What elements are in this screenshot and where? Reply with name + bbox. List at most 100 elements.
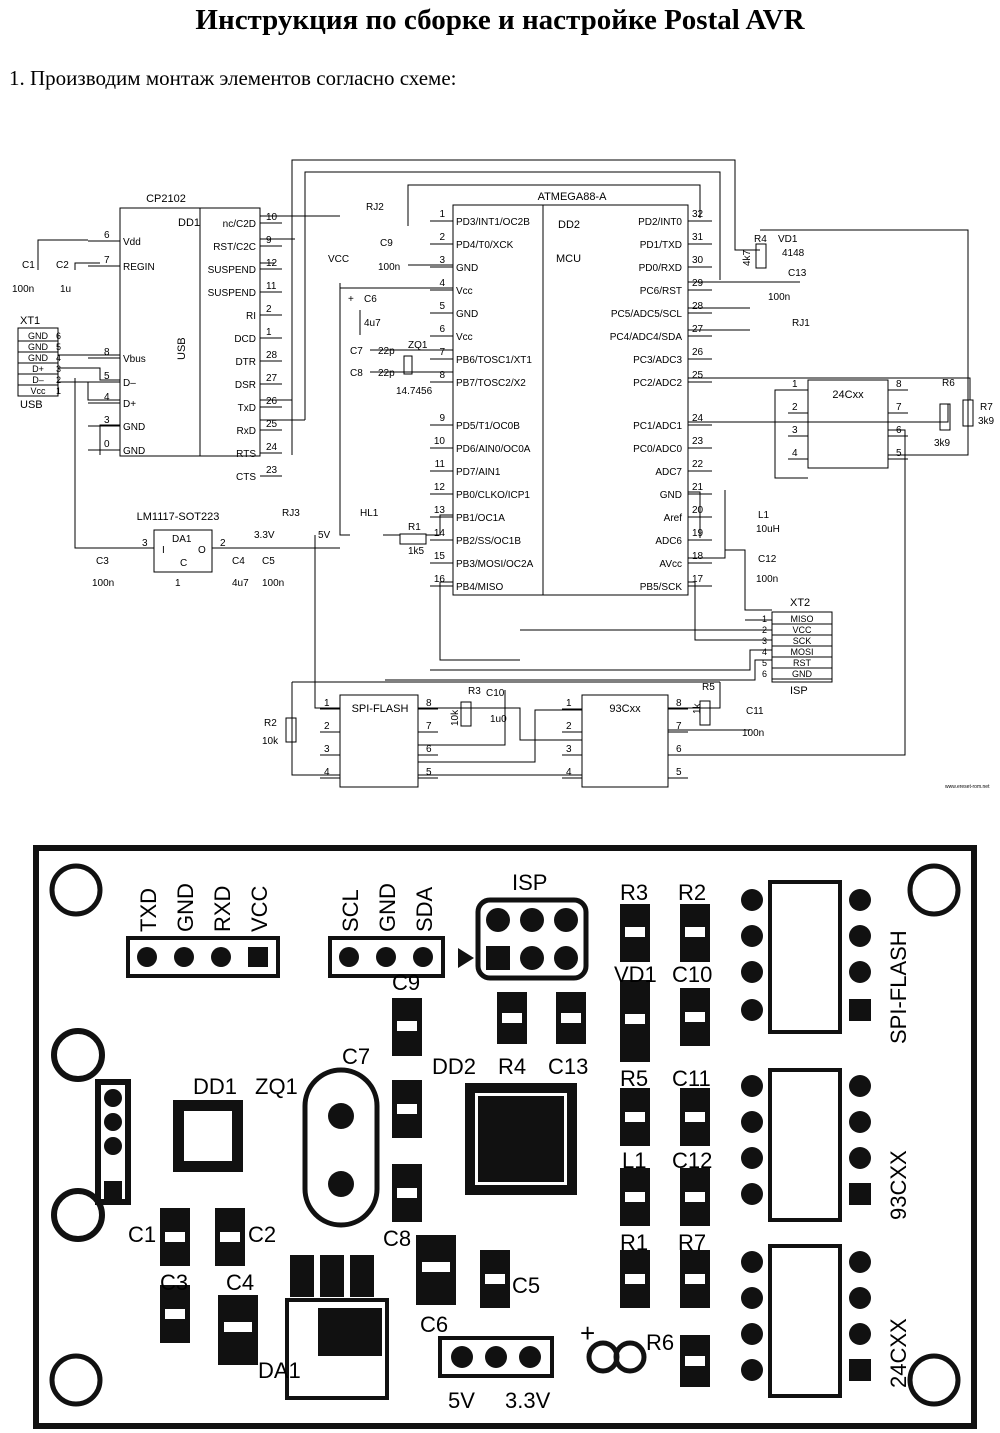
- cp2102-left-pin-num: 4: [104, 392, 110, 403]
- pcb-part-label: DD1: [193, 1074, 237, 1099]
- mcu-left-pin-num: 10: [434, 436, 446, 447]
- r4-label: R4: [754, 234, 767, 245]
- cp2102-left-pin-name: GND: [123, 422, 145, 433]
- pcb-part-label: C5: [512, 1273, 540, 1298]
- c6-label: C6: [364, 294, 377, 305]
- pcb-part-label: C13: [548, 1054, 588, 1079]
- xt2-name: XT2: [790, 597, 810, 609]
- cp2102-usb: USB: [176, 337, 188, 360]
- cp2102-left-pin-num: 8: [104, 347, 110, 358]
- xt1-pin-num: 3: [56, 364, 61, 374]
- spiflash-left-pin: 2: [324, 721, 330, 732]
- mcu-right-pin-name: PC4/ADC4/SDA: [610, 332, 683, 343]
- c3-label: C3: [96, 556, 109, 567]
- xt2-pin-name: MOSI: [790, 647, 813, 657]
- mcu-ref: DD2: [558, 219, 580, 231]
- mcu-right-pin-num: 31: [692, 232, 704, 243]
- c7-label: C7: [350, 346, 363, 357]
- c8-value: 22p: [378, 368, 395, 379]
- cp2102-right-pin-name: RxD: [237, 426, 256, 437]
- mcu-right-pin-name: GND: [660, 490, 682, 501]
- spiflash-left-pin: 3: [324, 744, 330, 755]
- eeprom-left-pin: 4: [792, 448, 798, 459]
- r6-value: 3k9: [934, 438, 951, 449]
- mcu-right-pin-num: 21: [692, 482, 704, 493]
- cp2102-right-pin-name: TxD: [238, 403, 256, 414]
- c1-label: C1: [22, 260, 35, 271]
- pcb-plus-label: +: [580, 1318, 595, 1348]
- xt2-pin-name: RST: [793, 658, 812, 668]
- m93-left-pin: 2: [566, 721, 572, 732]
- eeprom-left-pin: 2: [792, 402, 798, 413]
- xt2-pin-num: 5: [762, 658, 767, 668]
- c13-value: 100n: [768, 292, 790, 303]
- page-title: Инструкция по сборке и настройке Postal …: [195, 4, 805, 36]
- xt2-pin-name: SCK: [793, 636, 812, 646]
- mcu-left-pin-name: PD7/AIN1: [456, 467, 501, 478]
- cp2102-left-pin-name: REGIN: [123, 262, 155, 273]
- mcu-right-pin-num: 27: [692, 324, 704, 335]
- r7-value: 3k9: [978, 416, 995, 427]
- mcu-left-pin-num: 13: [434, 505, 446, 516]
- mcu-right-pin-num: 25: [692, 370, 704, 381]
- mcu-left-pin-name: PD5/T1/OC0B: [456, 421, 520, 432]
- eeprom-right-pin: 6: [896, 425, 902, 436]
- cp2102-left-pin-num: 6: [104, 230, 110, 241]
- l1-value: 10uH: [756, 524, 780, 535]
- mcu-right-pin-name: PC6/RST: [640, 286, 682, 297]
- cp2102-right-pin-num: 9: [266, 235, 272, 246]
- cp2102-right-pin-num: 12: [266, 258, 278, 269]
- pcb-part-label: C4: [226, 1270, 254, 1295]
- mcu-right-pin-name: PC0/ADC0: [633, 444, 682, 455]
- reg-p3: 3: [142, 538, 148, 549]
- spiflash-right-pin: 5: [426, 767, 432, 778]
- reg-name: LM1117-SOT223: [137, 511, 220, 523]
- mcu-left-pin-num: 4: [439, 278, 445, 289]
- mcu-right-pin-name: PB5/SCK: [640, 582, 683, 593]
- pcb-header2-label: SCL: [338, 889, 363, 932]
- xt1-pin-name: GND: [28, 331, 49, 341]
- xt1-pin-name: Vcc: [30, 386, 46, 396]
- mcu-left-pin-num: 3: [439, 255, 445, 266]
- pcb-33v-label: 3.3V: [505, 1388, 551, 1413]
- xt2-pin-num: 4: [762, 647, 767, 657]
- pcb-header2-label: SDA: [412, 886, 437, 932]
- mcu-left-pin-num: 11: [435, 459, 446, 470]
- m93-right-pin: 5: [676, 767, 682, 778]
- cp2102-right-pin-name: nc/C2D: [223, 219, 256, 230]
- cp2102-right-pin-num: 23: [266, 465, 278, 476]
- v33-label: 3.3V: [254, 530, 275, 541]
- r3-label: R3: [468, 686, 481, 697]
- r5-label: R5: [702, 682, 715, 693]
- v5-label: 5V: [318, 530, 331, 541]
- mcu-right-pin-num: 22: [692, 459, 704, 470]
- eeprom-right-pin: 7: [896, 402, 902, 413]
- mcu-right-pin-name: ADC6: [655, 536, 682, 547]
- zq1-value: 14.7456: [396, 386, 433, 397]
- c6-value: 4u7: [364, 318, 381, 329]
- mcu-right-pin-num: 32: [692, 209, 704, 220]
- cp2102-right-pin-num: 2: [266, 304, 272, 315]
- mcu-left-pin-num: 8: [439, 370, 445, 381]
- pcb-part-label: R2: [678, 880, 706, 905]
- mcu-left-pin-num: 14: [434, 528, 446, 539]
- eeprom-left-pin: 3: [792, 425, 798, 436]
- xt1-pin-num: 5: [56, 342, 61, 352]
- cp2102-right-pin-num: 24: [266, 442, 278, 453]
- xt2-pin-num: 1: [762, 614, 767, 624]
- mcu-left-pin-name: PB7/TOSC2/X2: [456, 378, 526, 389]
- c13-label: C13: [788, 268, 807, 279]
- pcb-part-label: C9: [392, 970, 420, 995]
- mcu-left-pin-num: 9: [439, 413, 445, 424]
- mcu-right-pin-name: PD2/INT0: [638, 217, 682, 228]
- c10-label: C10: [486, 688, 505, 699]
- m93-right-pin: 6: [676, 744, 682, 755]
- spiflash-left-pin: 4: [324, 767, 330, 778]
- mcu-right-pin-num: 19: [692, 528, 704, 539]
- cp2102-name: CP2102: [146, 193, 186, 205]
- mcu-right-pin-name: AVcc: [659, 559, 682, 570]
- m93-left-pin: 1: [566, 698, 572, 709]
